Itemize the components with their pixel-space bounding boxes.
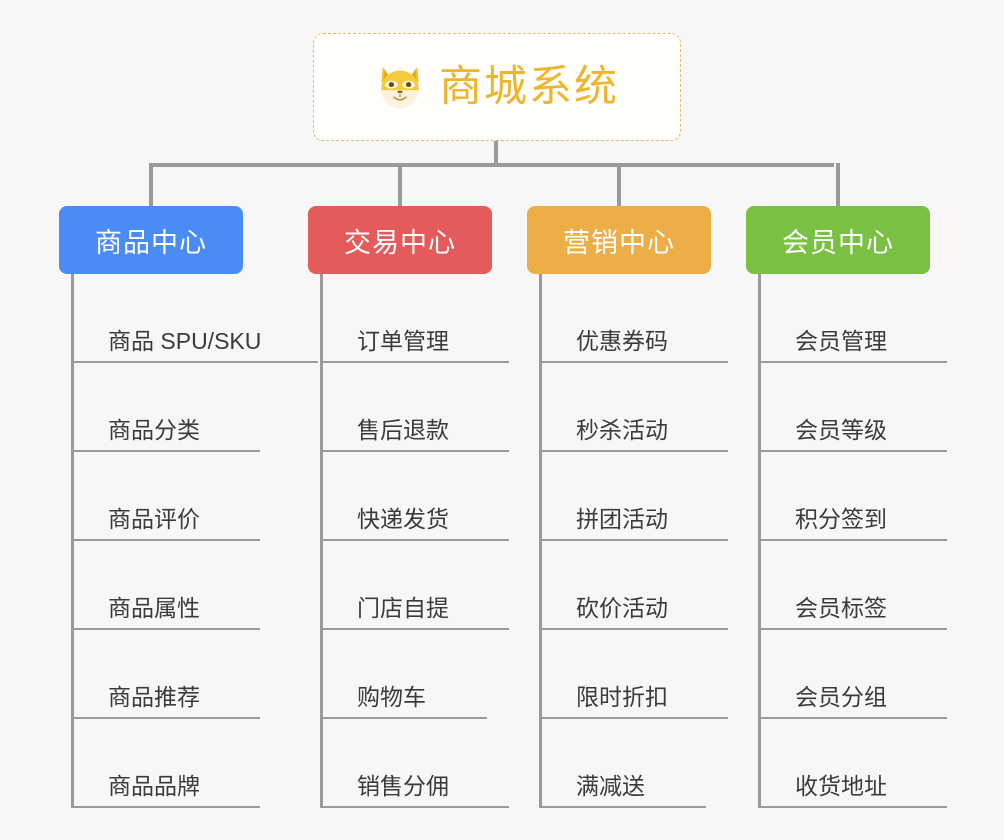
leaf-list-marketing-center: 优惠券码秒杀活动拼团活动砍价活动限时折扣满减送 [539,274,728,808]
category-title: 会员中心 [782,227,894,258]
shiba-dog-face-icon [375,62,425,112]
leaf-item[interactable]: 会员等级 [761,363,947,452]
connector-root-stem [494,141,498,166]
leaf-item[interactable]: 销售分佣 [323,719,509,808]
root-node[interactable]: 商城系统 [313,33,681,141]
leaf-item-label: 会员分组 [761,684,947,719]
leaf-item[interactable]: 积分签到 [761,452,947,541]
leaf-item-label: 快递发货 [323,506,509,541]
leaf-item[interactable]: 商品品牌 [74,719,318,808]
connector-drop-member-center [836,163,840,206]
leaf-item-label: 积分签到 [761,506,947,541]
leaf-item[interactable]: 售后退款 [323,363,509,452]
leaf-list-trade-center: 订单管理售后退款快递发货门店自提购物车销售分佣 [320,274,509,808]
leaf-item[interactable]: 订单管理 [323,274,509,363]
leaf-item[interactable]: 会员管理 [761,274,947,363]
column-product-center: 商品中心商品 SPU/SKU 商品分类商品评价商品属性商品推荐商品品牌 [59,206,318,808]
leaf-item[interactable]: 商品属性 [74,541,318,630]
column-member-center: 会员中心会员管理会员等级积分签到会员标签会员分组收货地址 [746,206,947,808]
leaf-item-label: 商品属性 [74,595,260,630]
leaf-item-label: 售后退款 [323,417,509,452]
leaf-item[interactable]: 快递发货 [323,452,509,541]
leaf-item[interactable]: 门店自提 [323,541,509,630]
leaf-item-label: 满减送 [542,773,706,808]
leaf-item-label: 会员标签 [761,595,947,630]
column-marketing-center: 营销中心优惠券码秒杀活动拼团活动砍价活动限时折扣满减送 [527,206,728,808]
leaf-item-label: 商品推荐 [74,684,260,719]
leaf-item-label: 门店自提 [323,595,509,630]
column-trade-center: 交易中心订单管理售后退款快递发货门店自提购物车销售分佣 [308,206,509,808]
leaf-item-label: 收货地址 [761,773,947,808]
leaf-item[interactable]: 会员标签 [761,541,947,630]
connector-drop-product-center [149,163,153,206]
category-title: 交易中心 [344,227,456,258]
leaf-item[interactable]: 收货地址 [761,719,947,808]
leaf-item-label: 限时折扣 [542,684,728,719]
leaf-item-label: 会员管理 [761,328,947,363]
leaf-item-label: 优惠券码 [542,328,728,363]
leaf-item-label: 销售分佣 [323,773,509,808]
leaf-item[interactable]: 优惠券码 [542,274,728,363]
leaf-item-label: 商品分类 [74,417,260,452]
leaf-item[interactable]: 会员分组 [761,630,947,719]
root-title: 商城系统 [439,62,619,111]
leaf-item[interactable]: 商品推荐 [74,630,318,719]
leaf-item[interactable]: 商品分类 [74,363,318,452]
category-title: 营销中心 [563,227,675,258]
leaf-item[interactable]: 拼团活动 [542,452,728,541]
category-box-marketing-center[interactable]: 营销中心 [527,206,711,274]
leaf-item-label: 会员等级 [761,417,947,452]
leaf-item[interactable]: 商品 SPU/SKU [74,274,318,363]
leaf-item[interactable]: 购物车 [323,630,509,719]
category-box-product-center[interactable]: 商品中心 [59,206,243,274]
leaf-item-label: 商品 SPU/SKU [74,328,318,363]
connector-horizontal-bus [150,163,834,167]
connector-drop-trade-center [398,163,402,206]
leaf-item-label: 商品品牌 [74,773,260,808]
category-box-trade-center[interactable]: 交易中心 [308,206,492,274]
leaf-item[interactable]: 限时折扣 [542,630,728,719]
category-title: 商品中心 [95,227,207,258]
connector-drop-marketing-center [617,163,621,206]
leaf-item-label: 拼团活动 [542,506,728,541]
leaf-list-product-center: 商品 SPU/SKU 商品分类商品评价商品属性商品推荐商品品牌 [71,274,318,808]
leaf-item[interactable]: 满减送 [542,719,728,808]
leaf-item[interactable]: 商品评价 [74,452,318,541]
category-box-member-center[interactable]: 会员中心 [746,206,930,274]
leaf-list-member-center: 会员管理会员等级积分签到会员标签会员分组收货地址 [758,274,947,808]
leaf-item[interactable]: 秒杀活动 [542,363,728,452]
leaf-item-label: 秒杀活动 [542,417,728,452]
leaf-item-label: 购物车 [323,684,487,719]
leaf-item-label: 订单管理 [323,328,509,363]
leaf-item-label: 商品评价 [74,506,260,541]
leaf-item[interactable]: 砍价活动 [542,541,728,630]
leaf-item-label: 砍价活动 [542,595,728,630]
